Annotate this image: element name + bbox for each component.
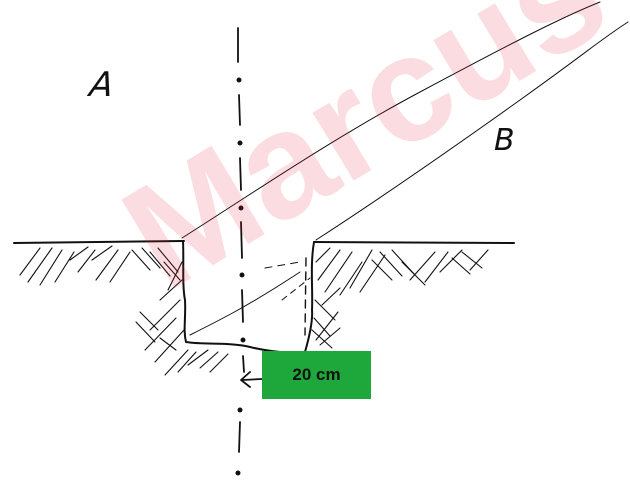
dimension-label: 20 cm [262,351,371,399]
centerline [235,27,246,476]
trench-outline [182,240,315,354]
slope-lines [181,1,629,336]
hatching-left [19,245,229,376]
ground-surface [13,240,515,244]
hatching-right [311,247,489,349]
label-region-a: A [87,65,117,105]
label-region-b: B [494,123,515,158]
dimension-arrow [240,371,263,388]
inner-wall-line [304,257,307,336]
